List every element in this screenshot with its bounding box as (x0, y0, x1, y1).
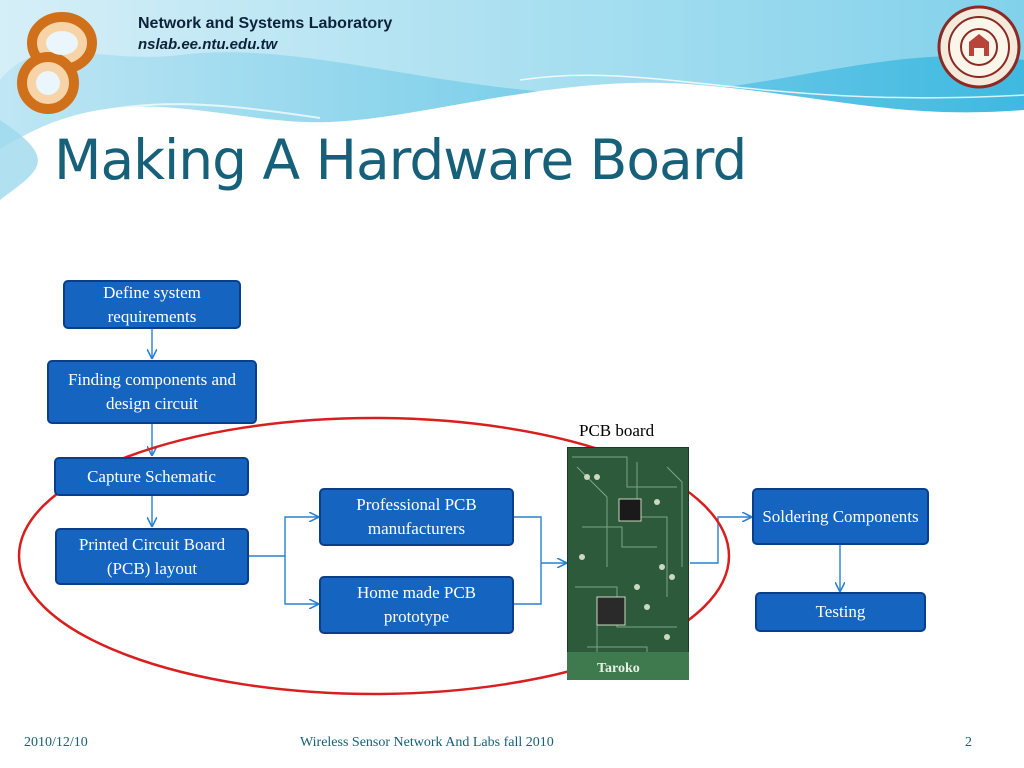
arrow-layout-to-homemade (284, 556, 318, 604)
lab-logo (17, 12, 97, 114)
lab-url: nslab.ee.ntu.edu.tw (138, 36, 278, 53)
lab-name: Network and Systems Laboratory (138, 15, 393, 32)
connector-professional-to-pcb (514, 516, 542, 605)
step-homemade-pcb: Home made PCB prototype (319, 576, 514, 634)
footer-page-number: 2 (965, 735, 972, 750)
step-capture-schematic: Capture Schematic (54, 457, 249, 496)
step-testing: Testing (755, 592, 926, 632)
footer-course: Wireless Sensor Network And Labs fall 20… (300, 735, 554, 750)
step-define-requirements: Define system requirements (63, 280, 241, 329)
pcb-silkscreen-text: Taroko (597, 661, 640, 676)
pcb-board-image: Taroko (567, 447, 689, 680)
step-pcb-layout: Printed Circuit Board (PCB) layout (55, 528, 249, 585)
step-soldering: Soldering Components (752, 488, 929, 545)
step-professional-pcb: Professional PCB manufacturers (319, 488, 514, 546)
arrow-pcb-to-soldering (690, 517, 751, 564)
university-seal (937, 5, 1021, 89)
pcb-board-label: PCB board (579, 421, 655, 440)
footer-date: 2010/12/10 (24, 735, 88, 750)
step-finding-components: Finding components and design circuit (47, 360, 257, 424)
header-wave-decoration (0, 0, 1024, 200)
arrow-layout-to-professional (249, 517, 318, 557)
highlight-ellipse (17, 416, 731, 696)
slide-title: Making A Hardware Board (54, 128, 747, 192)
